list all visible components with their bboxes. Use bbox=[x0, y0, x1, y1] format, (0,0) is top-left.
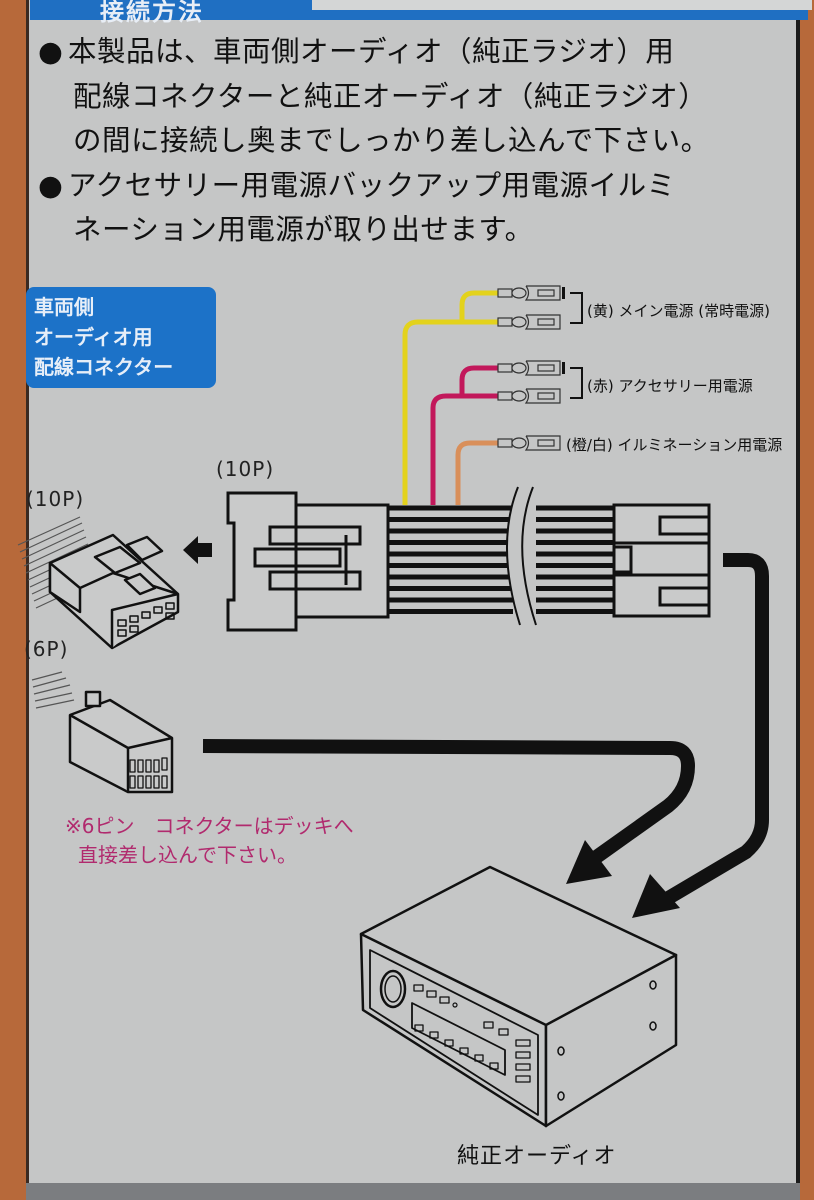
vehicle-6p-label: (6P) bbox=[24, 637, 69, 661]
instruction-1-line-3: の間に接続し奥までしっかり差し込んで下さい。 bbox=[73, 124, 710, 157]
spade-terminal-icon bbox=[497, 388, 561, 404]
vehicle-10p-label: (10P) bbox=[26, 487, 85, 511]
spade-terminal-icon bbox=[497, 285, 565, 301]
bottom-edge bbox=[26, 1183, 800, 1200]
insert-arrow-icon bbox=[183, 536, 212, 564]
six-pin-note: ※6ピン コネクターはデッキへ 直接差し込んで下さい。 bbox=[65, 814, 354, 867]
section-title: 接続方法 bbox=[100, 0, 204, 26]
spade-terminal-icon bbox=[497, 314, 561, 330]
bullet-icon: ● bbox=[38, 35, 64, 68]
vehicle-connector-label: 車両側 オーディオ用 配線コネクター bbox=[26, 287, 216, 388]
instruction-1-line-2: 配線コネクターと純正オーディオ（純正ラジオ） bbox=[73, 79, 708, 113]
wire-label-yellow: (黄) メイン電源 (常時電源) bbox=[587, 302, 770, 320]
vehicle-6p-connector bbox=[31, 671, 174, 794]
instruction-2-line-2: ネーション用電源が取り出せます。 bbox=[73, 213, 534, 246]
harness-cable bbox=[388, 505, 614, 614]
bullet-icon: ● bbox=[38, 168, 64, 202]
arrow-head-10p-icon bbox=[632, 874, 680, 918]
harness-10p-connector bbox=[226, 491, 390, 632]
instruction-1-line-1: ●本製品は、車両側オーディオ（純正ラジオ）用 bbox=[38, 30, 798, 75]
audio-deck bbox=[359, 865, 678, 1128]
spade-terminal-icon bbox=[497, 360, 565, 376]
wire-label-red: (赤) アクセサリー用電源 bbox=[587, 377, 753, 395]
vehicle-10p-connector bbox=[17, 516, 180, 650]
spade-terminal-icon bbox=[497, 435, 561, 451]
bracket-yellow bbox=[570, 292, 583, 324]
harness-10p-label: (10P) bbox=[216, 457, 275, 481]
instructions: ●本製品は、車両側オーディオ（純正ラジオ）用 配線コネクターと純正オーディオ（純… bbox=[38, 30, 798, 253]
red-wire bbox=[430, 365, 500, 505]
bracket-red bbox=[570, 367, 583, 399]
header-inset bbox=[312, 0, 812, 10]
deck-label: 純正オーディオ bbox=[457, 1144, 617, 1169]
section-header: 接続方法 bbox=[30, 0, 812, 26]
harness-female-connector bbox=[612, 503, 711, 618]
arrow-head-6p-icon bbox=[566, 840, 612, 884]
route-arrow-10p bbox=[632, 553, 769, 918]
wire-label-orange: (橙/白) イルミネーション用電源 bbox=[566, 436, 783, 454]
route-arrow-6p bbox=[202, 739, 696, 884]
orange-wire bbox=[455, 440, 500, 505]
cable-break-mark bbox=[506, 486, 537, 626]
terminals bbox=[497, 285, 565, 451]
instruction-2-line-1: ●アクセサリー用電源バックアップ用電源イルミ bbox=[38, 164, 798, 209]
yellow-wire bbox=[402, 290, 500, 505]
